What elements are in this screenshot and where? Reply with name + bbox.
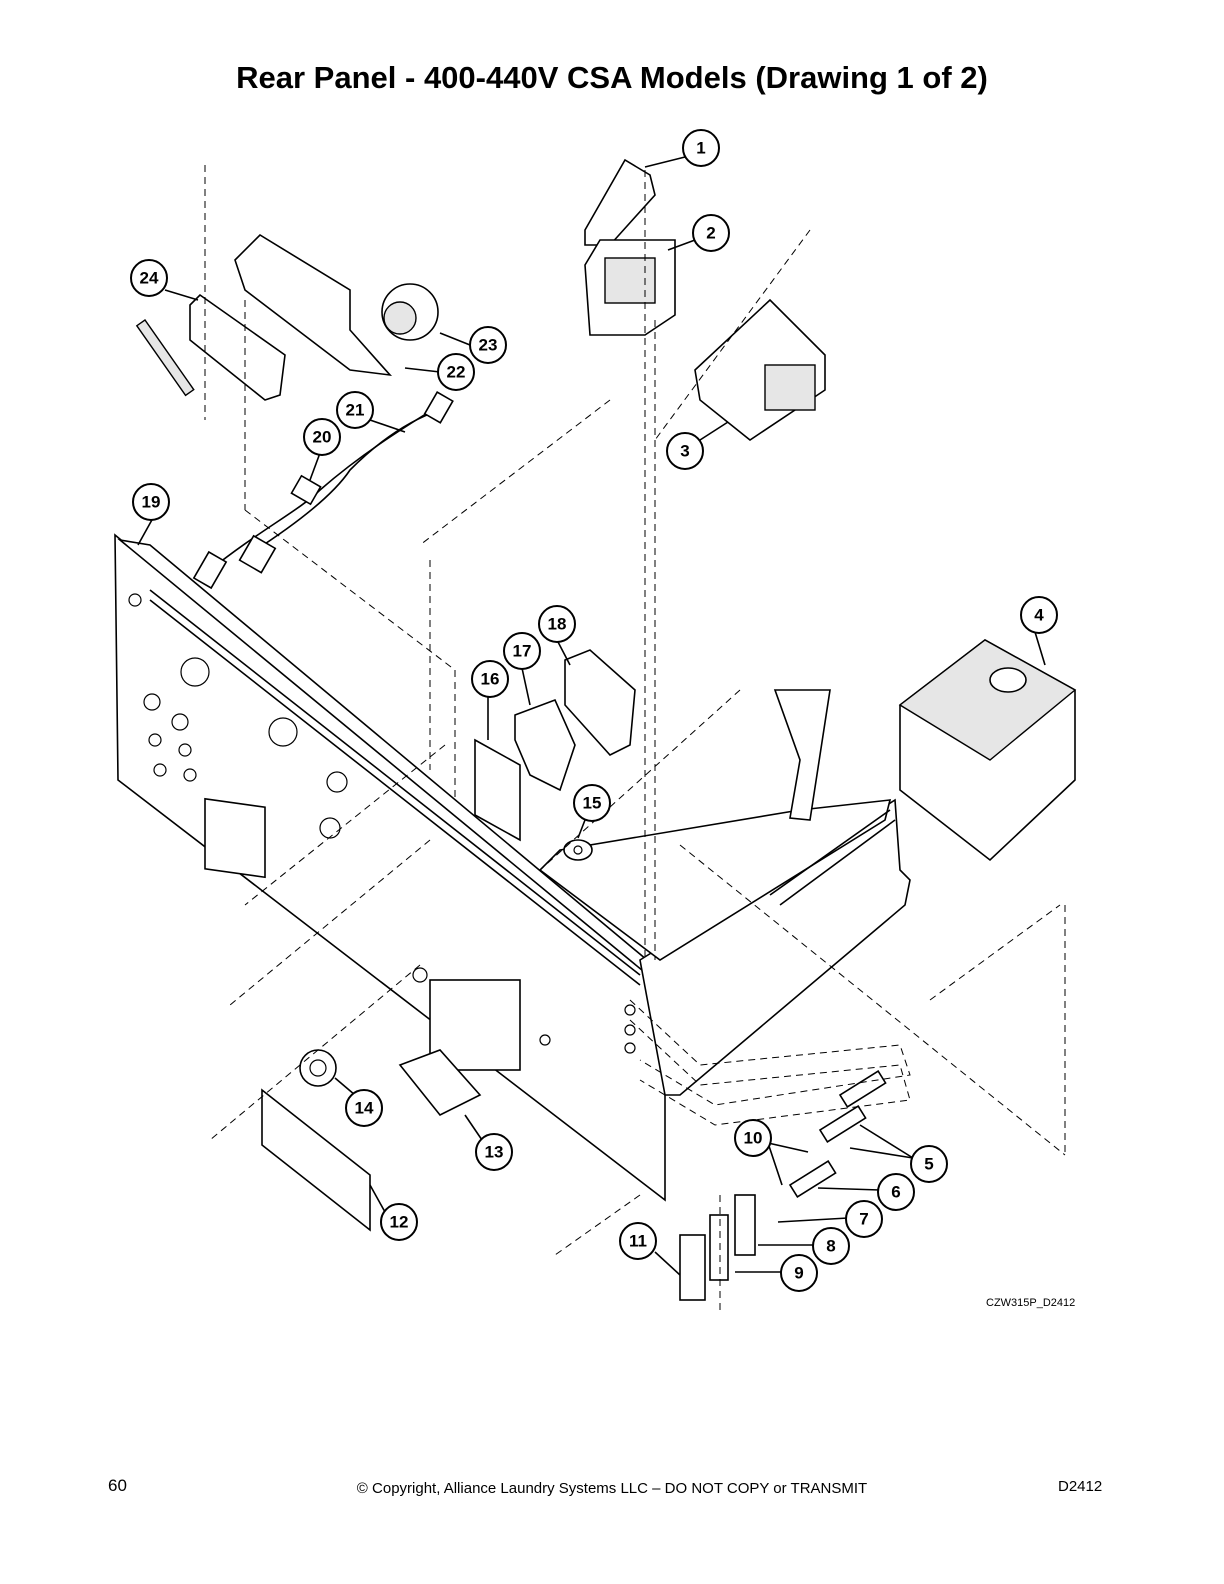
part-3-transformer [694, 298, 826, 441]
svg-text:23: 23 [479, 336, 498, 355]
part-24-terminal-strip [135, 293, 286, 401]
callout-7: 7 [845, 1200, 883, 1238]
svg-text:4: 4 [1034, 606, 1044, 625]
svg-text:3: 3 [680, 442, 689, 461]
callout-4: 4 [1020, 596, 1058, 634]
part-20-21-harness [192, 391, 454, 590]
assembly-lines [204, 165, 1066, 1310]
svg-text:24: 24 [140, 269, 159, 288]
svg-text:16: 16 [481, 670, 500, 689]
svg-text:5: 5 [924, 1155, 933, 1174]
callout-21: 21 [336, 391, 374, 429]
callout-17: 17 [503, 632, 541, 670]
svg-text:18: 18 [548, 615, 567, 634]
part-1-terminal-block [584, 158, 656, 246]
callout-19: 19 [132, 483, 170, 521]
callout-11: 11 [619, 1222, 657, 1260]
svg-text:6: 6 [891, 1183, 900, 1202]
part-22-bracket [234, 233, 393, 377]
drawing-code: CZW315P_D2412 [986, 1297, 1076, 1309]
part-18-enclosure [564, 649, 636, 756]
svg-text:21: 21 [346, 401, 365, 420]
side-bracket [538, 689, 911, 1096]
part-14-cord-grip [299, 1049, 337, 1087]
callout-22: 22 [437, 353, 475, 391]
svg-text:14: 14 [355, 1099, 374, 1118]
svg-text:20: 20 [313, 428, 332, 447]
part-15-bushing [563, 839, 593, 861]
callout-8: 8 [812, 1227, 850, 1265]
callout-24: 24 [130, 259, 168, 297]
part-13-label [398, 1049, 482, 1117]
svg-text:2: 2 [706, 224, 715, 243]
svg-text:1: 1 [696, 139, 705, 158]
callout-10: 10 [734, 1119, 772, 1157]
document-code: D2412 [1058, 1478, 1103, 1495]
callout-23: 23 [469, 326, 507, 364]
part-12-cover-plate [261, 1088, 371, 1232]
part-17-fuse-holder [514, 698, 576, 792]
part-4-transformer-box [898, 639, 1077, 862]
callout-3: 3 [666, 432, 704, 470]
callout-2: 2 [692, 214, 730, 252]
svg-text:13: 13 [485, 1143, 504, 1162]
callout-12: 12 [380, 1203, 418, 1241]
copyright-notice: © Copyright, Alliance Laundry Systems LL… [356, 1480, 868, 1497]
part-16-plate [474, 738, 521, 842]
page-number: 60 [108, 1476, 127, 1495]
svg-text:12: 12 [390, 1213, 409, 1232]
svg-text:9: 9 [794, 1264, 803, 1283]
svg-text:19: 19 [142, 493, 161, 512]
callout-6: 6 [877, 1173, 915, 1211]
callout-13: 13 [475, 1133, 513, 1171]
callout-9: 9 [780, 1254, 818, 1292]
leader-lines [137, 156, 1046, 1276]
part-2-contactor [584, 239, 676, 336]
callout-20: 20 [303, 418, 341, 456]
callout-5: 5 [910, 1145, 948, 1183]
part-23-buzzer [381, 283, 439, 341]
callout-1: 1 [682, 129, 720, 167]
callout-14: 14 [345, 1089, 383, 1127]
svg-text:11: 11 [629, 1232, 647, 1251]
svg-text:7: 7 [859, 1210, 868, 1229]
svg-text:17: 17 [513, 642, 532, 661]
svg-text:22: 22 [447, 363, 466, 382]
page-title: Rear Panel - 400-440V CSA Models (Drawin… [236, 60, 988, 95]
svg-text:15: 15 [583, 794, 602, 813]
callout-18: 18 [538, 605, 576, 643]
rear-panel-plate [114, 533, 666, 1202]
callout-16: 16 [471, 660, 509, 698]
svg-text:10: 10 [744, 1129, 763, 1148]
svg-text:8: 8 [826, 1237, 835, 1256]
callout-15: 15 [573, 784, 611, 822]
